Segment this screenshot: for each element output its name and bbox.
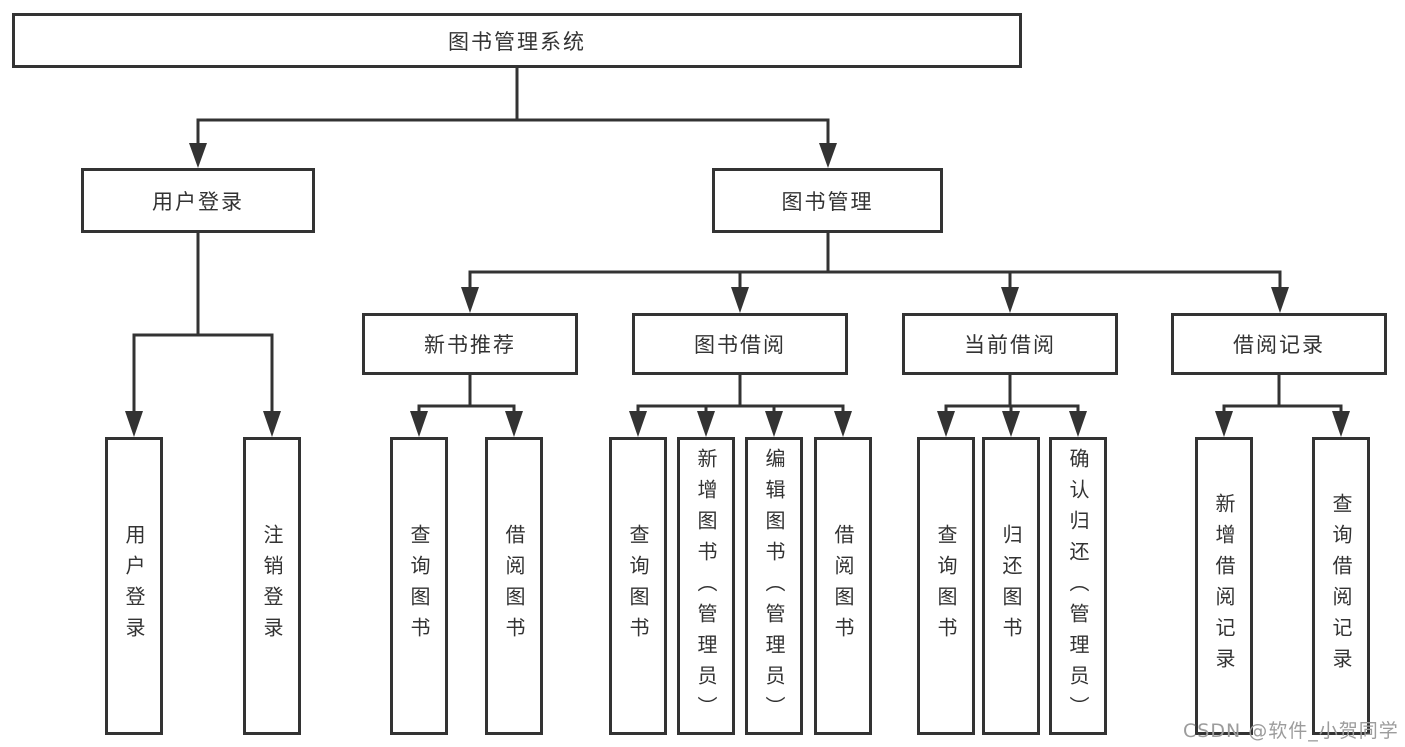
- leaf-edit-books-admin: 编辑图书（管理员）: [745, 437, 803, 735]
- node-book-borrowing: 图书借阅: [632, 313, 848, 375]
- leaf-return-books: 归还图书: [982, 437, 1040, 735]
- node-user-login: 用户登录: [81, 168, 315, 233]
- node-library-management-system: 图书管理系统: [12, 13, 1022, 68]
- leaf-query-borrow-record: 查询借阅记录: [1312, 437, 1370, 735]
- node-new-book-recommendation: 新书推荐: [362, 313, 578, 375]
- leaf-confirm-return-admin: 确认归还（管理员）: [1049, 437, 1107, 735]
- node-current-borrowing: 当前借阅: [902, 313, 1118, 375]
- node-book-management: 图书管理: [712, 168, 943, 233]
- node-borrowing-records: 借阅记录: [1171, 313, 1387, 375]
- leaf-borrow-books-recommend: 借阅图书: [485, 437, 543, 735]
- leaf-logout: 注销登录: [243, 437, 301, 735]
- leaf-query-books-recommend: 查询图书: [390, 437, 448, 735]
- leaf-query-books-borrowing: 查询图书: [609, 437, 667, 735]
- leaf-add-books-admin: 新增图书（管理员）: [677, 437, 735, 735]
- leaf-user-login: 用户登录: [105, 437, 163, 735]
- leaf-add-borrow-record: 新增借阅记录: [1195, 437, 1253, 735]
- leaf-query-books-current: 查询图书: [917, 437, 975, 735]
- leaf-borrow-books: 借阅图书: [814, 437, 872, 735]
- csdn-watermark: CSDN @软件_小贺同学: [1183, 720, 1399, 742]
